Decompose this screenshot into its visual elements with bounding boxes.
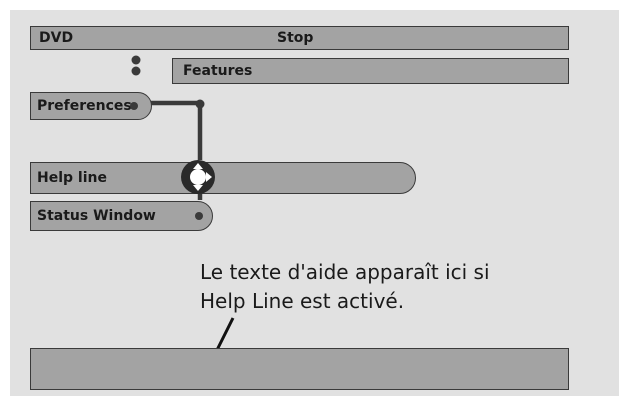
playback-status: Stop — [277, 30, 314, 46]
menu-connector-graphics — [131, 55, 205, 200]
help-note: Le texte d'aide apparaît ici si Help Lin… — [200, 258, 560, 316]
navigator-cursor-icon — [181, 160, 215, 194]
menu-item-preferences[interactable]: Preferences — [30, 92, 152, 120]
arrow-down-left-icon — [201, 317, 235, 380]
status-window-label: Status Window — [37, 208, 156, 224]
features-menu-bar[interactable]: Features — [172, 58, 569, 84]
source-label: DVD — [39, 30, 74, 46]
preferences-label: Preferences — [37, 98, 132, 114]
preferences-dot — [130, 102, 138, 110]
help-note-line-1: Le texte d'aide apparaît ici si — [200, 260, 490, 284]
help-note-line-2: Help Line est activé. — [200, 289, 405, 313]
features-label: Features — [183, 63, 253, 79]
connector-dot — [195, 99, 205, 109]
scroll-dot-upper — [131, 55, 141, 65]
help-line-bar — [30, 348, 569, 390]
scroll-dot-lower — [131, 66, 141, 76]
menu-item-help-line[interactable]: Help line — [30, 162, 416, 194]
osd-screen: DVD Stop Features Preferences Help line … — [10, 10, 619, 396]
status-window-dot — [195, 212, 203, 220]
menu-item-status-window[interactable]: Status Window — [30, 201, 213, 231]
help-line-label: Help line — [37, 170, 107, 186]
top-status-bar: DVD Stop — [30, 26, 569, 50]
